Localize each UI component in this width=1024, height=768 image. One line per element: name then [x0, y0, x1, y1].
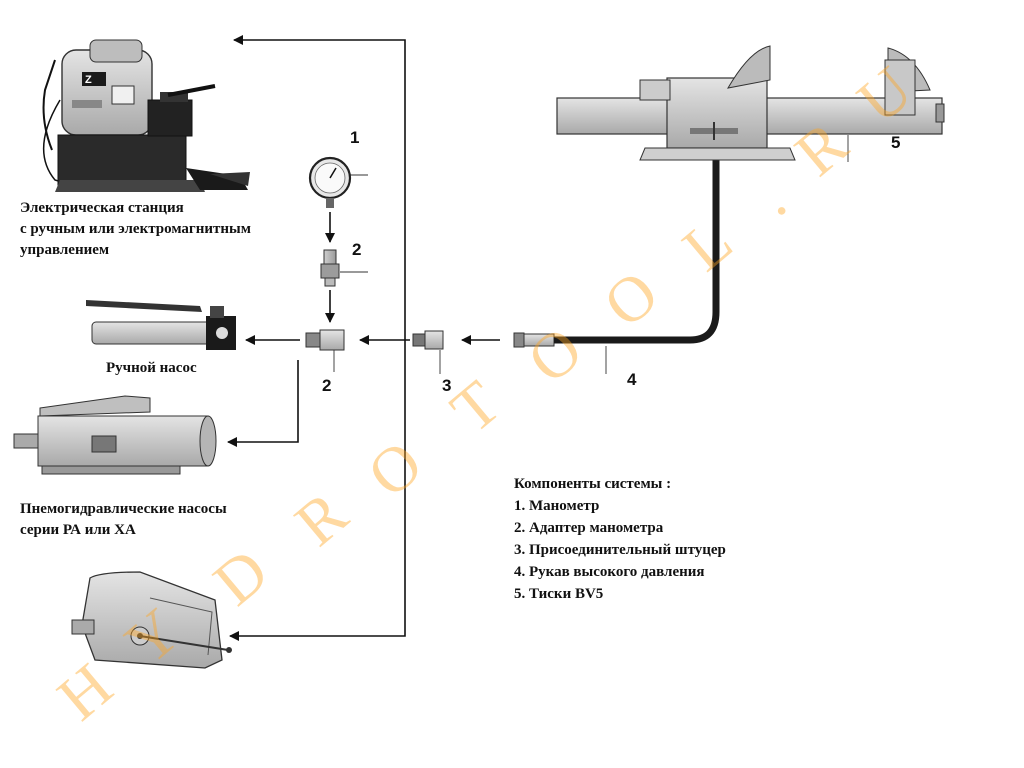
foot-operated-pump-illustration — [71, 571, 232, 669]
callout-hose: 4 — [627, 370, 637, 389]
hand-pump-illustration — [86, 300, 236, 350]
legend-item-hose: 4. Рукав высокого давления — [514, 564, 705, 580]
legend-item-adapter: 2. Адаптер манометра — [514, 520, 664, 536]
legend-item-fitting: 3. Присоединительный штуцер — [514, 542, 726, 558]
pneumo-hydraulic-pump-illustration — [13, 395, 217, 475]
vise-bv5-illustration — [556, 45, 945, 161]
line-to-pneumo-pump — [227, 360, 299, 447]
electric-pump-station-illustration: Z — [42, 39, 250, 192]
caption-electric-line-2: с ручным или электромагнитным — [20, 221, 251, 237]
components-legend: Компоненты системы : 1. Манометр 2. Адап… — [514, 473, 726, 605]
legend-title: Компоненты системы : — [514, 476, 672, 492]
caption-electric-line-3: управлением — [20, 242, 110, 258]
gauge-adapter-top-illustration — [320, 249, 340, 287]
legend-item-gauge: 1. Манометр — [514, 498, 600, 514]
flow-lines — [227, 35, 500, 641]
caption-pneumo-line-2: серии РА или ХА — [20, 522, 136, 538]
gauge-adapter-tee-illustration — [305, 329, 345, 351]
callout-adapter-top: 2 — [352, 240, 362, 259]
coupling-fitting-illustration — [412, 330, 444, 350]
callout-adapter-bottom: 2 — [322, 376, 332, 395]
caption-electric-line-1: Электрическая станция — [20, 200, 184, 216]
legend-item-vise: 5. Тиски BV5 — [514, 586, 604, 602]
callout-fitting: 3 — [442, 376, 452, 395]
high-pressure-hose-illustration — [513, 158, 720, 348]
caption-hand-pump: Ручной насос — [106, 360, 197, 376]
line-to-electric-station — [233, 35, 406, 338]
caption-pneumo-line-1: Пнемогидравлические насосы — [20, 501, 227, 517]
caption-electric-station: Электрическая станция с ручным или элект… — [20, 198, 251, 261]
pump-brand-text: Z — [85, 74, 92, 86]
pressure-gauge-illustration — [308, 156, 352, 208]
caption-pneumo-pumps: Пнемогидравлические насосы серии РА или … — [20, 499, 227, 541]
line-to-foot-pump — [229, 338, 406, 641]
callout-vise: 5 — [891, 133, 901, 152]
callout-gauge: 1 — [350, 128, 360, 147]
